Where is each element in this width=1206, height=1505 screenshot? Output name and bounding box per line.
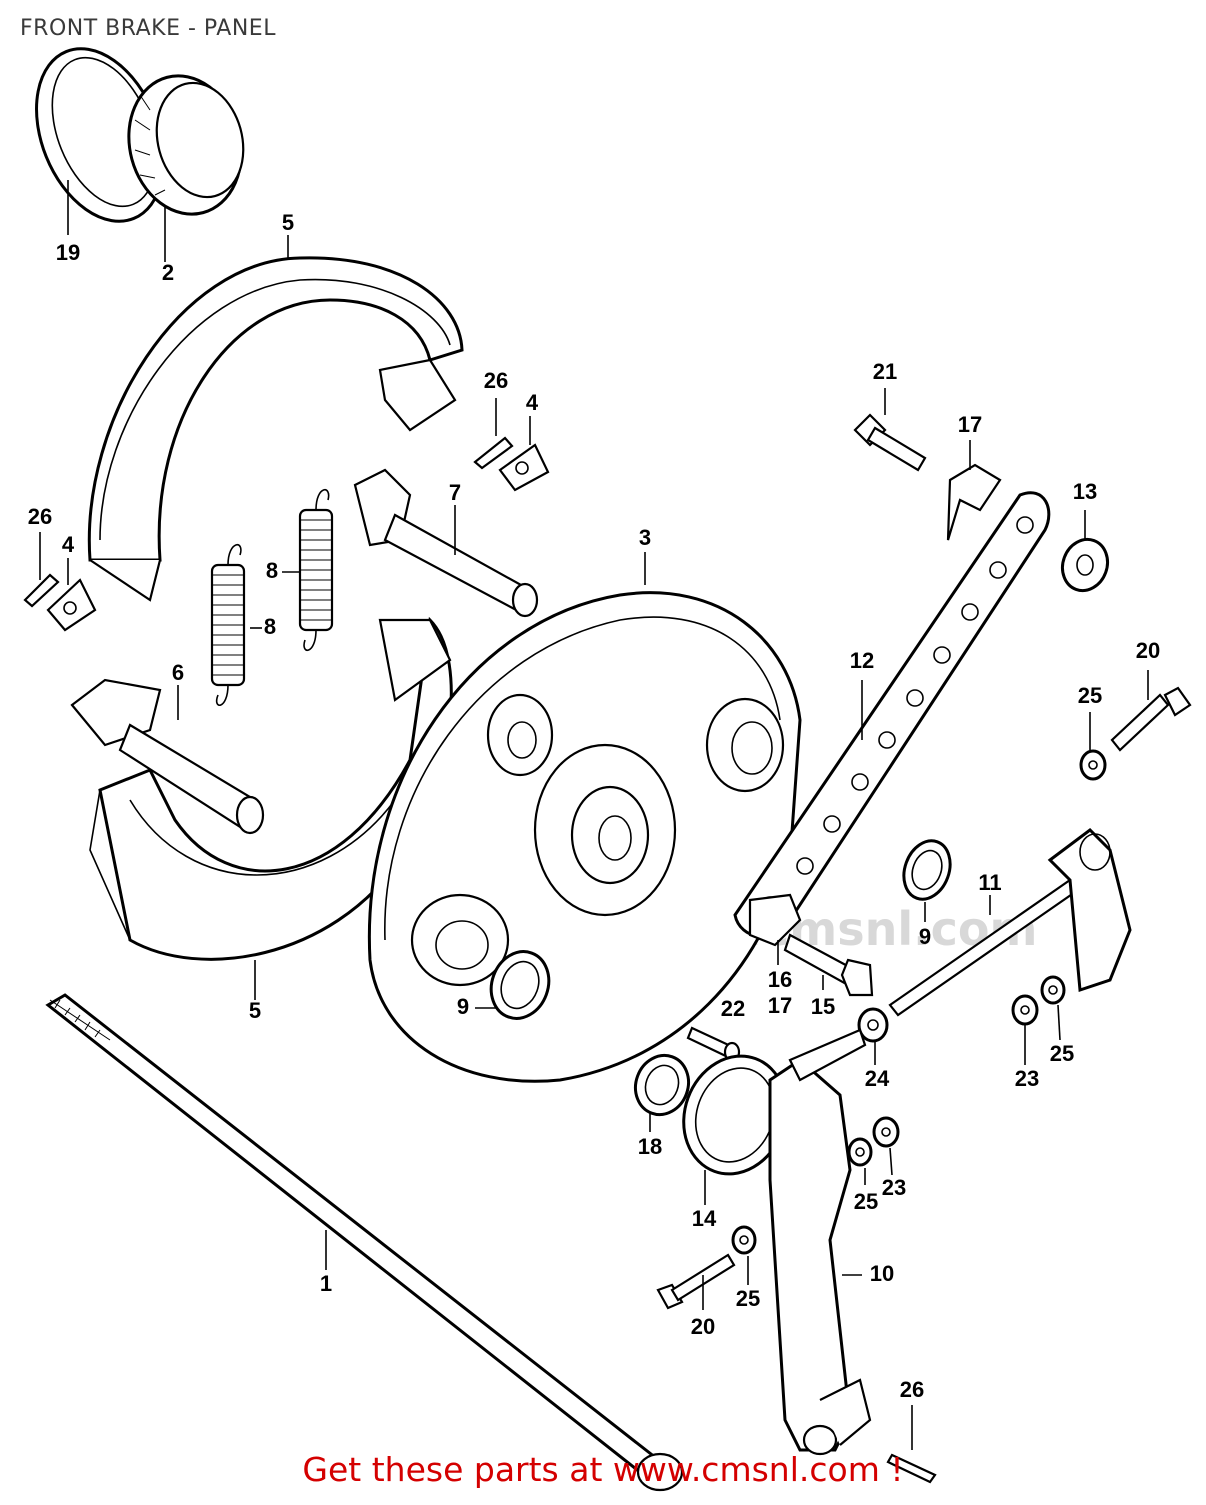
part-8-spring-left [210,544,246,706]
callout-2: 2 [162,260,174,285]
callout-24: 24 [865,1066,890,1091]
callout-25-middle: 25 [854,1189,878,1214]
callout-8-upper: 8 [266,558,278,583]
part-5-brake-shoe-upper [87,256,464,602]
callout-7: 7 [449,480,461,505]
callout-4-left: 4 [62,532,75,557]
part-4-plate-left [46,578,97,632]
callout-18: 18 [638,1134,662,1159]
callout-26-left: 26 [28,504,52,529]
part-25-washer-upper [1079,749,1107,781]
part-16-17-plate [748,893,802,947]
part-8-spring-right [298,489,334,651]
part-23-nut-middle [872,1116,900,1148]
part-26-cotter-pin-left [23,573,60,608]
part-24-nut [857,1007,889,1043]
callout-25-upper: 25 [1078,683,1102,708]
callout-1: 1 [320,1271,332,1296]
callout-8-lower: 8 [264,614,276,639]
callout-13: 13 [1073,479,1097,504]
part-3-brake-panel [367,591,802,1083]
part-18-ring [634,1053,690,1117]
callout-20-upper: 20 [1136,638,1160,663]
callout-17-lower: 17 [768,993,792,1018]
part-6-brake-cam [70,678,265,835]
callout-22: 22 [721,996,745,1021]
part-13-washer [1060,537,1110,593]
callout-19: 19 [56,240,80,265]
part-4-plate-upper [498,443,550,492]
part-25-washer-lower [731,1225,757,1255]
callout-26-lower: 26 [900,1377,924,1402]
callout-14: 14 [692,1206,717,1231]
callout-9-lower: 9 [457,994,469,1019]
part-1-axle [45,993,684,1492]
callout-5-upper: 5 [282,210,294,235]
callout-15: 15 [811,994,835,1019]
callout-23-middle: 23 [882,1175,906,1200]
part-26-cotter-pin-lower [886,1453,937,1484]
callout-3: 3 [639,525,651,550]
callout-17-upper: 17 [958,412,982,437]
callout-10: 10 [870,1261,894,1286]
part-11-rod [888,828,1132,1017]
part-9-seal-right [902,839,952,901]
part-20-bolt-lower [656,1253,736,1310]
part-23-nut-right [1011,994,1039,1026]
callout-16: 16 [768,967,792,992]
callout-20-lower: 20 [691,1314,715,1339]
part-15-bolt [783,933,874,997]
part-25-washer-middle [847,1137,873,1167]
callout-6: 6 [172,660,184,685]
callout-9-right: 9 [919,924,931,949]
part-17-lock-plate-upper [946,463,1002,541]
callout-12: 12 [850,648,874,673]
part-2-gear [127,74,245,216]
part-21-bolt [853,413,927,472]
callout-25-lower: 25 [736,1286,760,1311]
part-10-brake-lever [768,1028,872,1456]
callout-11: 11 [978,870,1001,895]
page-title: FRONT BRAKE - PANEL [20,16,276,41]
part-26-cotter-pin-upper [473,436,514,470]
part-9-seal-lower [489,950,551,1020]
part-25-washer-right [1040,975,1066,1005]
callout-25-right: 25 [1050,1041,1074,1066]
callout-21: 21 [873,359,897,384]
part-7-brake-cam [353,468,539,618]
callout-26-upper: 26 [484,368,508,393]
callout-4-upper: 4 [526,390,539,415]
callout-5-lower: 5 [249,998,261,1023]
callout-23-right: 23 [1015,1066,1039,1091]
part-20-bolt-upper [1110,686,1192,752]
footer-link[interactable]: Get these parts at www.cmsnl.com ! [302,1450,904,1489]
